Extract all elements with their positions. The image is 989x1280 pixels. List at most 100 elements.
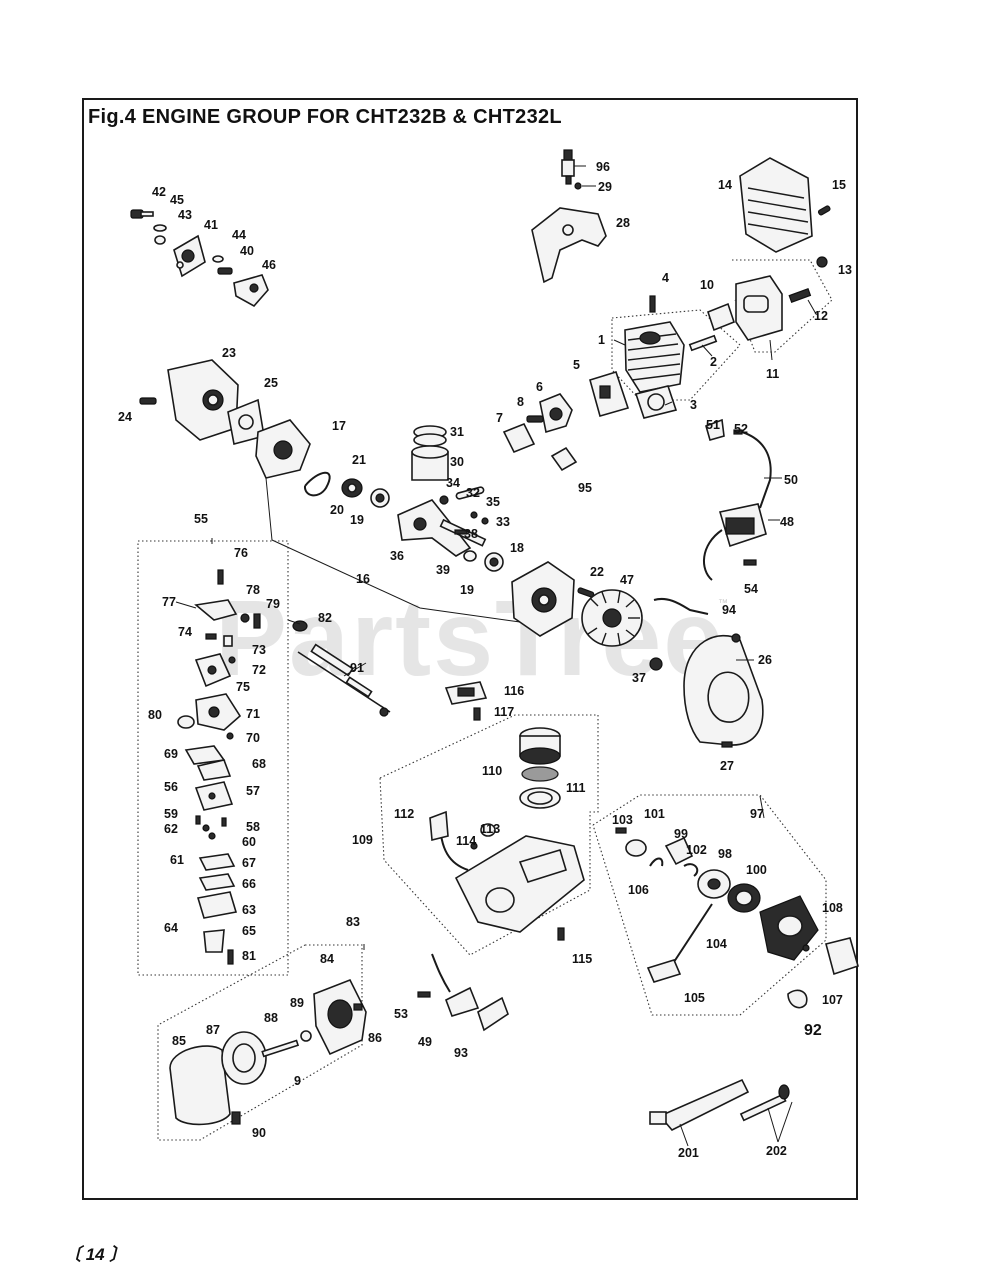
fan-cover [683, 633, 764, 746]
primer-pump [203, 929, 225, 953]
label-102: 102 [686, 843, 707, 857]
label-91: 91 [350, 661, 364, 675]
label-23: 23 [222, 346, 236, 360]
clutch-small-bolt [217, 267, 233, 275]
crankshaft-key [454, 529, 468, 535]
air-cleaner-bolt [261, 1039, 300, 1058]
label-41: 41 [204, 218, 218, 232]
label-3: 3 [690, 398, 697, 412]
label-60: 60 [242, 835, 256, 849]
label-48: 48 [780, 515, 794, 529]
muffler-cover [739, 157, 813, 253]
crankcase-right [511, 561, 575, 637]
label-56: 56 [164, 780, 178, 794]
fuel-tank-group-box [379, 714, 599, 956]
label-79: 79 [266, 597, 280, 611]
label-113: 113 [480, 822, 500, 836]
label-52: 52 [734, 422, 748, 436]
label-103: 103 [612, 813, 633, 827]
label-55: 55 [194, 512, 208, 526]
muffler-bolt [788, 288, 812, 304]
label-35: 35 [486, 495, 500, 509]
label-77: 77 [162, 595, 176, 609]
piston [411, 445, 449, 481]
label-65: 65 [242, 924, 256, 938]
label-88: 88 [264, 1011, 278, 1025]
label-89: 89 [290, 996, 304, 1010]
label-1: 1 [598, 333, 605, 347]
carburetor-group-box [137, 540, 289, 976]
stop-cord [653, 598, 709, 615]
carburetor-body [195, 693, 242, 731]
crankcase-bolt [577, 587, 595, 598]
spark-plug-cap-screw [574, 182, 582, 190]
muffler-cover-screw [817, 205, 831, 216]
label-115: 115 [572, 952, 592, 966]
carb-spring [228, 656, 236, 664]
label-97: 97 [750, 807, 764, 821]
label-116: 116 [504, 684, 524, 698]
carb-o-ring [177, 715, 195, 729]
label-57: 57 [246, 784, 260, 798]
label-94: 94 [722, 603, 736, 617]
manifold-bolt [526, 415, 544, 423]
air-cleaner-cover [169, 1045, 231, 1126]
manifold-gasket [502, 422, 536, 454]
label-86: 86 [368, 1031, 382, 1045]
fan-cover-bolt [721, 741, 733, 748]
label-106: 106 [628, 883, 649, 897]
label-54: 54 [744, 582, 758, 596]
label-78: 78 [246, 583, 260, 597]
label-98: 98 [718, 847, 732, 861]
screwdriver [739, 1084, 790, 1122]
starter-pawl [649, 857, 664, 867]
muffler-gasket [707, 302, 735, 332]
label-104: 104 [706, 937, 727, 951]
grip-clip [787, 989, 808, 1009]
label-44: 44 [232, 228, 246, 242]
piston-pin [455, 486, 485, 500]
label-53: 53 [394, 1007, 408, 1021]
starter-handle [646, 959, 682, 983]
label-34: 34 [446, 476, 460, 490]
clutch-case-bolt [139, 397, 157, 405]
high-tension-cord [741, 431, 772, 509]
label-87: 87 [206, 1023, 220, 1037]
label-14: 14 [718, 178, 732, 192]
label-81: 81 [242, 949, 256, 963]
cable-cap [292, 620, 308, 632]
intake-plate [550, 446, 578, 472]
thrust-washer [463, 550, 477, 562]
switch-plate [477, 996, 509, 1032]
label-16: 16 [356, 572, 370, 586]
label-92: 92 [804, 1022, 822, 1039]
label-25: 25 [264, 376, 278, 390]
cylinder-bolt [688, 334, 718, 352]
label-107: 107 [822, 993, 843, 1007]
label-83: 83 [346, 915, 360, 929]
label-61: 61 [170, 853, 184, 867]
label-20: 20 [330, 503, 344, 517]
metering-diaphragm [198, 873, 236, 891]
label-47: 47 [620, 573, 634, 587]
recoil-starter-group-box [592, 794, 827, 1016]
starter-reel [625, 839, 647, 857]
label-45: 45 [170, 193, 184, 207]
label-108: 108 [822, 901, 843, 915]
label-95: 95 [578, 481, 592, 495]
label-26: 26 [758, 653, 772, 667]
label-114: 114 [456, 834, 476, 848]
label-31: 31 [450, 425, 464, 439]
bearing-left [370, 488, 390, 508]
label-22: 22 [590, 565, 604, 579]
label-19a: 19 [350, 513, 364, 527]
label-72: 72 [252, 663, 266, 677]
flywheel [581, 589, 643, 647]
figure-title: Fig.4 ENGINE GROUP FOR CHT232B & CHT232L [88, 106, 562, 128]
retaining-ring [304, 471, 331, 497]
flywheel-nut [649, 657, 663, 671]
insulator [589, 371, 630, 417]
pump-diaphragm [196, 759, 232, 781]
cylinder-group-box [611, 309, 741, 401]
